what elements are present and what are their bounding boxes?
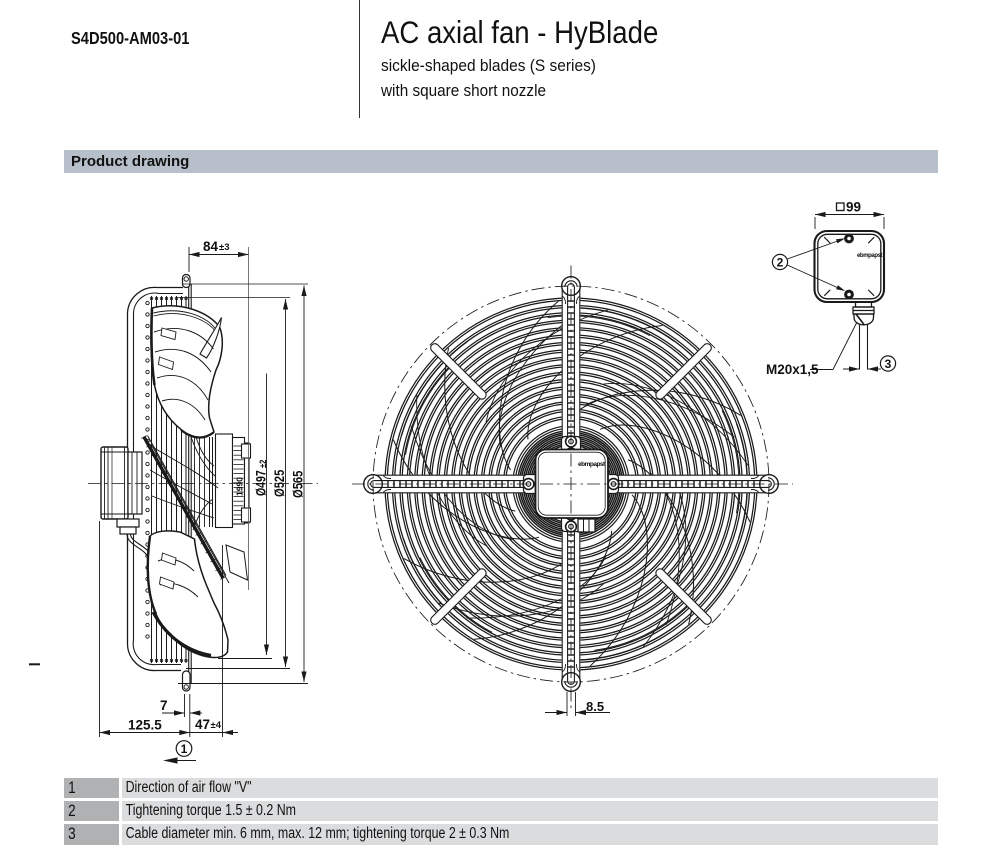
- svg-text:M20x1,5: M20x1,5: [766, 362, 819, 377]
- svg-text:47: 47: [195, 717, 210, 732]
- svg-text:7: 7: [160, 698, 168, 713]
- svg-text:±3: ±3: [219, 242, 230, 253]
- svg-text:Ø497: Ø497: [253, 470, 269, 496]
- svg-text:125.5: 125.5: [128, 718, 162, 733]
- svg-text:3: 3: [885, 357, 892, 371]
- svg-text:ebmpapst: ebmpapst: [857, 253, 883, 259]
- svg-text:84: 84: [203, 239, 219, 254]
- svg-text:±2: ±2: [257, 459, 268, 468]
- svg-text:±4: ±4: [211, 720, 222, 731]
- svg-text:Ø565: Ø565: [291, 471, 306, 498]
- svg-text:1990: 1990: [235, 477, 245, 496]
- svg-text:Ø525: Ø525: [272, 470, 287, 497]
- svg-text:ebmpapst: ebmpapst: [578, 461, 606, 468]
- svg-text:99: 99: [846, 200, 861, 215]
- svg-text:2: 2: [777, 256, 784, 270]
- svg-text:1: 1: [181, 742, 188, 756]
- svg-text:8.5: 8.5: [586, 699, 604, 714]
